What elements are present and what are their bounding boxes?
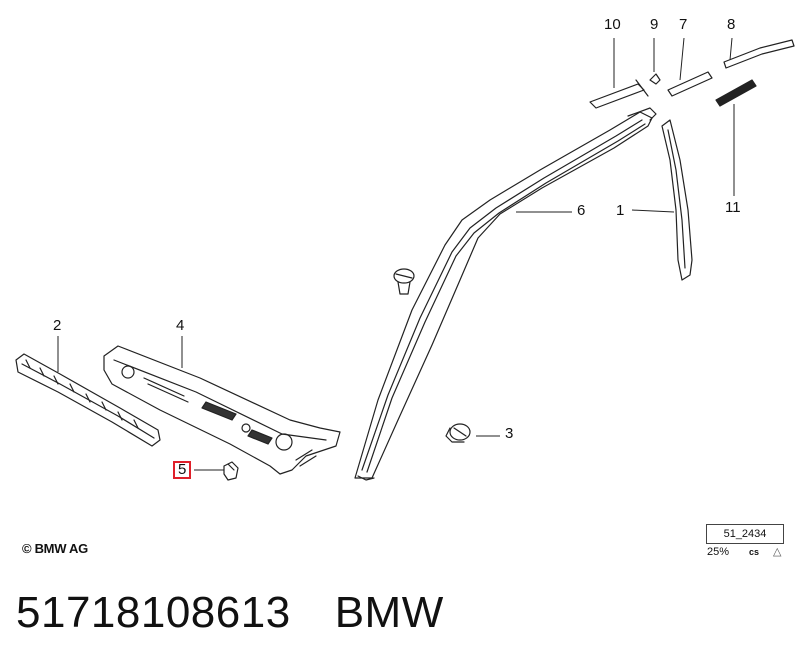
callout-6[interactable]: 6 bbox=[577, 202, 586, 219]
part-5-clip bbox=[223, 461, 239, 481]
part-3-grommet bbox=[445, 423, 471, 443]
scale-value: 25% bbox=[707, 546, 730, 558]
leader-lines bbox=[57, 37, 735, 471]
brand-name: BMW bbox=[334, 588, 444, 637]
callout-4[interactable]: 4 bbox=[176, 317, 185, 334]
part-number: 51718108613 bbox=[16, 588, 291, 637]
part-7-strip bbox=[667, 71, 713, 97]
copyright-notice: © BMW AG bbox=[22, 541, 88, 556]
scale-triangle-icon: △ bbox=[773, 546, 782, 558]
callout-11[interactable]: 11 bbox=[725, 199, 741, 216]
callout-1[interactable]: 1 bbox=[616, 202, 625, 219]
callout-9[interactable]: 9 bbox=[650, 16, 659, 33]
diagram-reference: 51_2434 bbox=[706, 524, 784, 544]
callout-3[interactable]: 3 bbox=[505, 425, 514, 442]
callout-2[interactable]: 2 bbox=[53, 317, 62, 334]
part-9-clip bbox=[649, 73, 661, 85]
part-11-seal bbox=[715, 79, 757, 107]
callout-10[interactable]: 10 bbox=[604, 16, 621, 33]
callout-7[interactable]: 7 bbox=[679, 16, 688, 33]
part-8-strip bbox=[723, 39, 795, 69]
part-4-cowl-panel bbox=[103, 345, 341, 475]
scale-code: cs bbox=[749, 547, 760, 557]
part-6-pillar-trim bbox=[354, 107, 657, 481]
grommet-upper bbox=[393, 268, 415, 295]
part-number-line: 51718108613 BMW bbox=[16, 585, 444, 641]
part-2-grille bbox=[15, 353, 161, 447]
parts-diagram bbox=[15, 37, 795, 481]
callout-8[interactable]: 8 bbox=[727, 16, 736, 33]
part-1-pillar-strip bbox=[661, 119, 693, 281]
part-10-strip bbox=[589, 79, 649, 109]
callout-5[interactable]: 5 bbox=[173, 461, 192, 479]
